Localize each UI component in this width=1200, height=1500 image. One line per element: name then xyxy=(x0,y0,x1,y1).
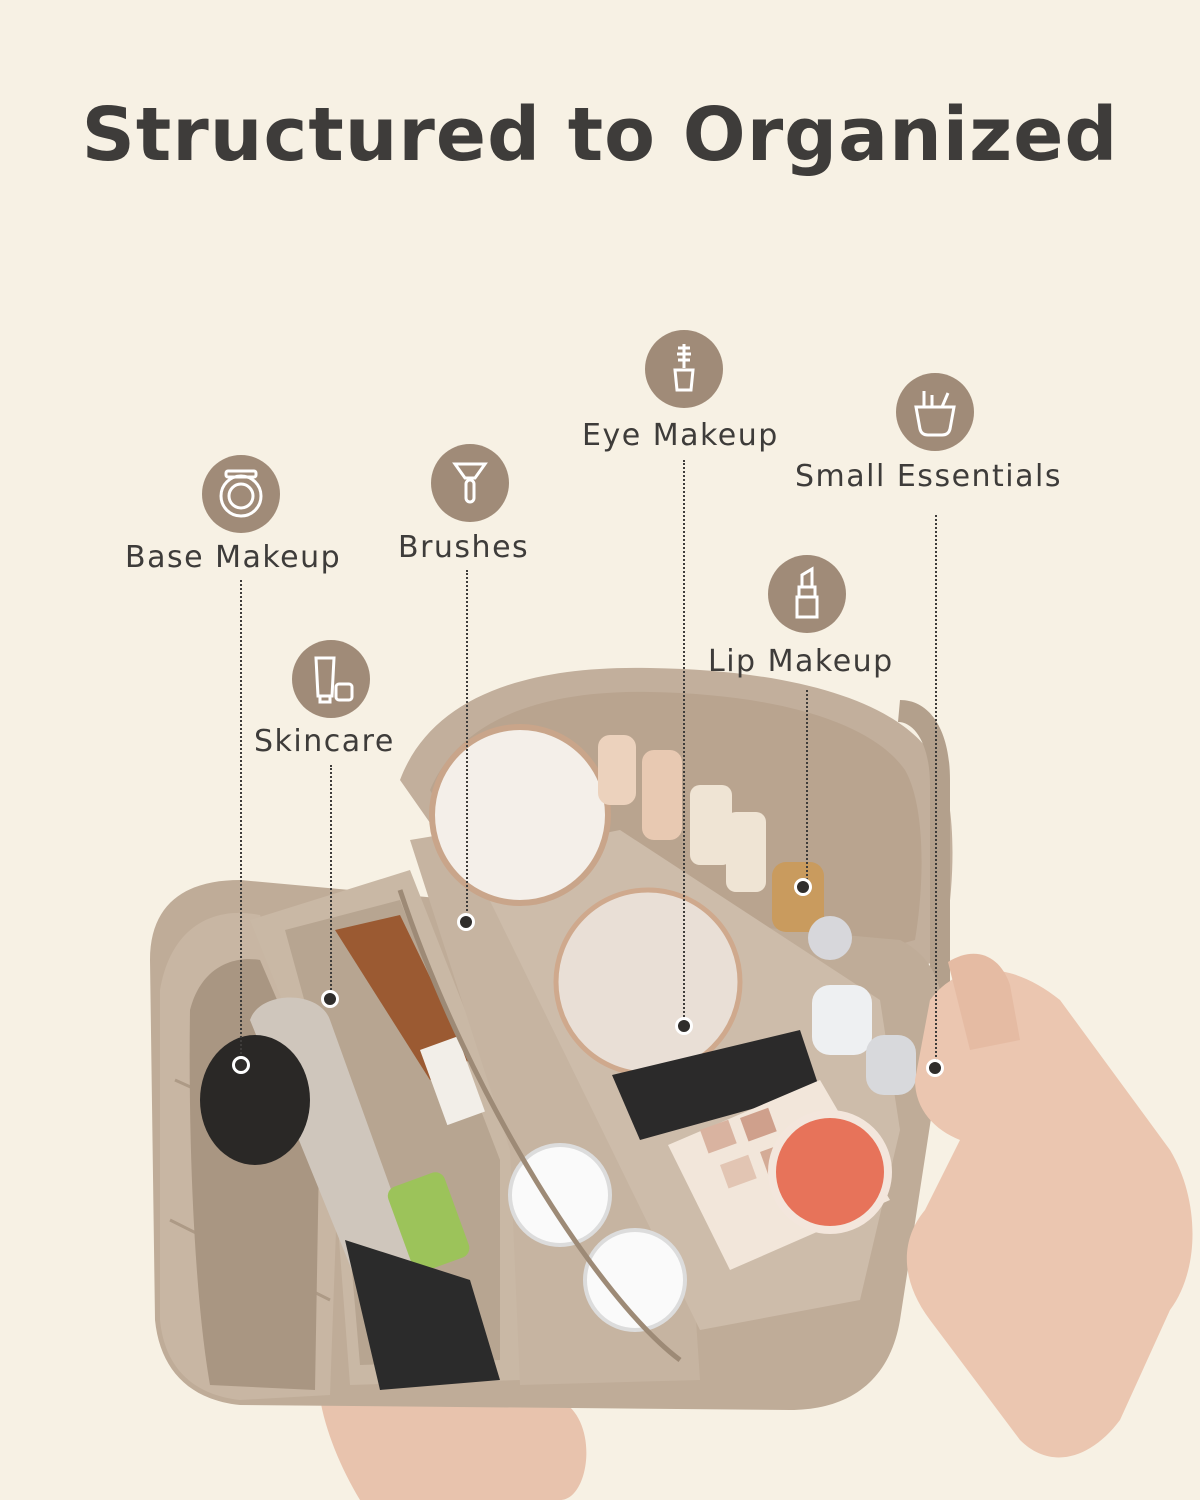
leader-line xyxy=(466,570,468,915)
leader-line xyxy=(683,460,685,1020)
callout-label: Small Essentials xyxy=(795,459,1062,494)
callout-label: Brushes xyxy=(398,530,530,565)
callout-label: Eye Makeup xyxy=(582,418,779,453)
compact-icon xyxy=(202,455,280,533)
leader-line xyxy=(806,690,808,880)
page-title: Structured to Organized xyxy=(81,92,1119,178)
callout-marker xyxy=(675,1017,693,1035)
callout-marker xyxy=(457,913,475,931)
callout-marker xyxy=(794,878,812,896)
callout-marker xyxy=(321,990,339,1008)
leader-line xyxy=(935,515,937,1061)
callout-label: Skincare xyxy=(254,724,395,759)
callout-marker xyxy=(232,1056,250,1074)
mascara-icon xyxy=(645,330,723,408)
cup-holder-icon xyxy=(896,373,974,451)
callout-marker xyxy=(926,1059,944,1077)
lipstick-icon xyxy=(768,555,846,633)
callout-label: Base Makeup xyxy=(125,540,342,575)
brush-icon xyxy=(431,444,509,522)
callout-label: Lip Makeup xyxy=(708,644,894,679)
leader-line xyxy=(330,765,332,990)
tube-jar-icon xyxy=(292,640,370,718)
leader-line xyxy=(240,580,242,1058)
